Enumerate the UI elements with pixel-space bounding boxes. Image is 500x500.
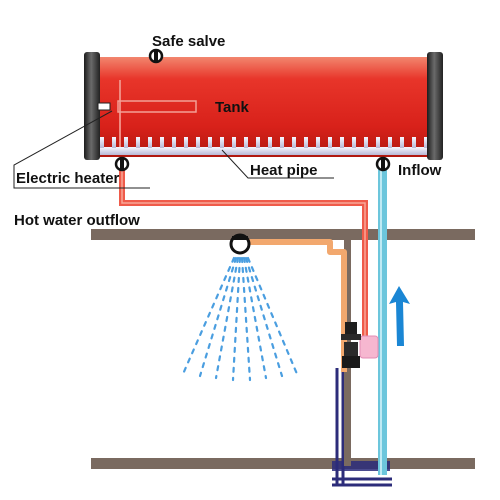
inflow-fitting xyxy=(375,156,391,172)
cold-inflow-pipe xyxy=(378,163,387,475)
hot-water-outflow-label: Hot water outflow xyxy=(14,212,140,229)
shower-feed-pipe xyxy=(248,239,347,372)
electric-heater-element xyxy=(97,80,197,147)
heat-pipe-label: Heat pipe xyxy=(250,162,318,179)
callout-lines xyxy=(13,110,334,189)
water-spray xyxy=(181,256,299,382)
inflow-label: Inflow xyxy=(398,162,442,179)
floor-junction xyxy=(332,461,390,471)
hot-outflow-pipe xyxy=(119,166,368,348)
outflow-fitting xyxy=(114,156,130,172)
tank-label: Tank xyxy=(215,99,250,116)
valve-icon xyxy=(148,48,164,64)
safe-valve-label: Safe salve xyxy=(152,33,225,50)
electric-heater-label: Electric heater xyxy=(16,170,120,187)
heat-pipe-teeth xyxy=(100,137,428,148)
water-tank xyxy=(84,52,443,160)
mixing-valve xyxy=(341,322,379,368)
shower-head-icon xyxy=(229,233,251,255)
lower-support-beam xyxy=(91,458,475,469)
arrow-up-icon xyxy=(389,286,410,346)
upper-support-beam xyxy=(91,229,475,240)
